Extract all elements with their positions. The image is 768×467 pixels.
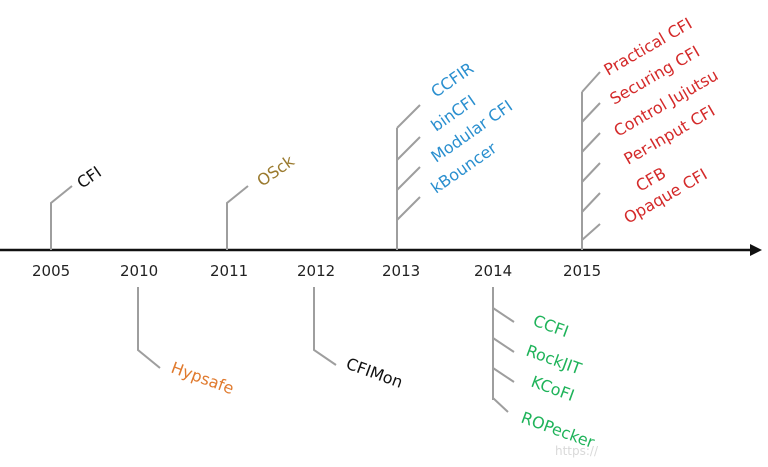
connector-osck: [226, 185, 249, 250]
connector-cfi-2005: [50, 185, 73, 250]
connector-2015-stem: [581, 71, 601, 250]
year-2015: 2015: [563, 262, 601, 280]
entry-cfi-2005: CFI: [73, 162, 104, 192]
year-2014: 2014: [474, 262, 512, 280]
entry-osck: OSck: [253, 151, 298, 190]
connector-hypsafe: [137, 287, 161, 369]
entry-ccfi: CCFI: [531, 311, 572, 341]
connector-2013-stem: [396, 104, 421, 250]
entry-kcofi: KCoFI: [529, 372, 577, 405]
axis-arrowhead: [750, 244, 762, 256]
watermark: https://: [555, 444, 599, 458]
connector-2014-stem: [492, 287, 515, 413]
entry-rockjit: RockJIT: [524, 341, 585, 379]
connector-cfimon: [313, 287, 337, 366]
entry-hypsafe: Hypsafe: [169, 358, 237, 398]
year-2013: 2013: [382, 262, 420, 280]
year-2012: 2012: [297, 262, 335, 280]
entry-cfimon: CFIMon: [344, 354, 406, 392]
year-2010: 2010: [120, 262, 158, 280]
year-2011: 2011: [210, 262, 248, 280]
year-2005: 2005: [32, 262, 70, 280]
